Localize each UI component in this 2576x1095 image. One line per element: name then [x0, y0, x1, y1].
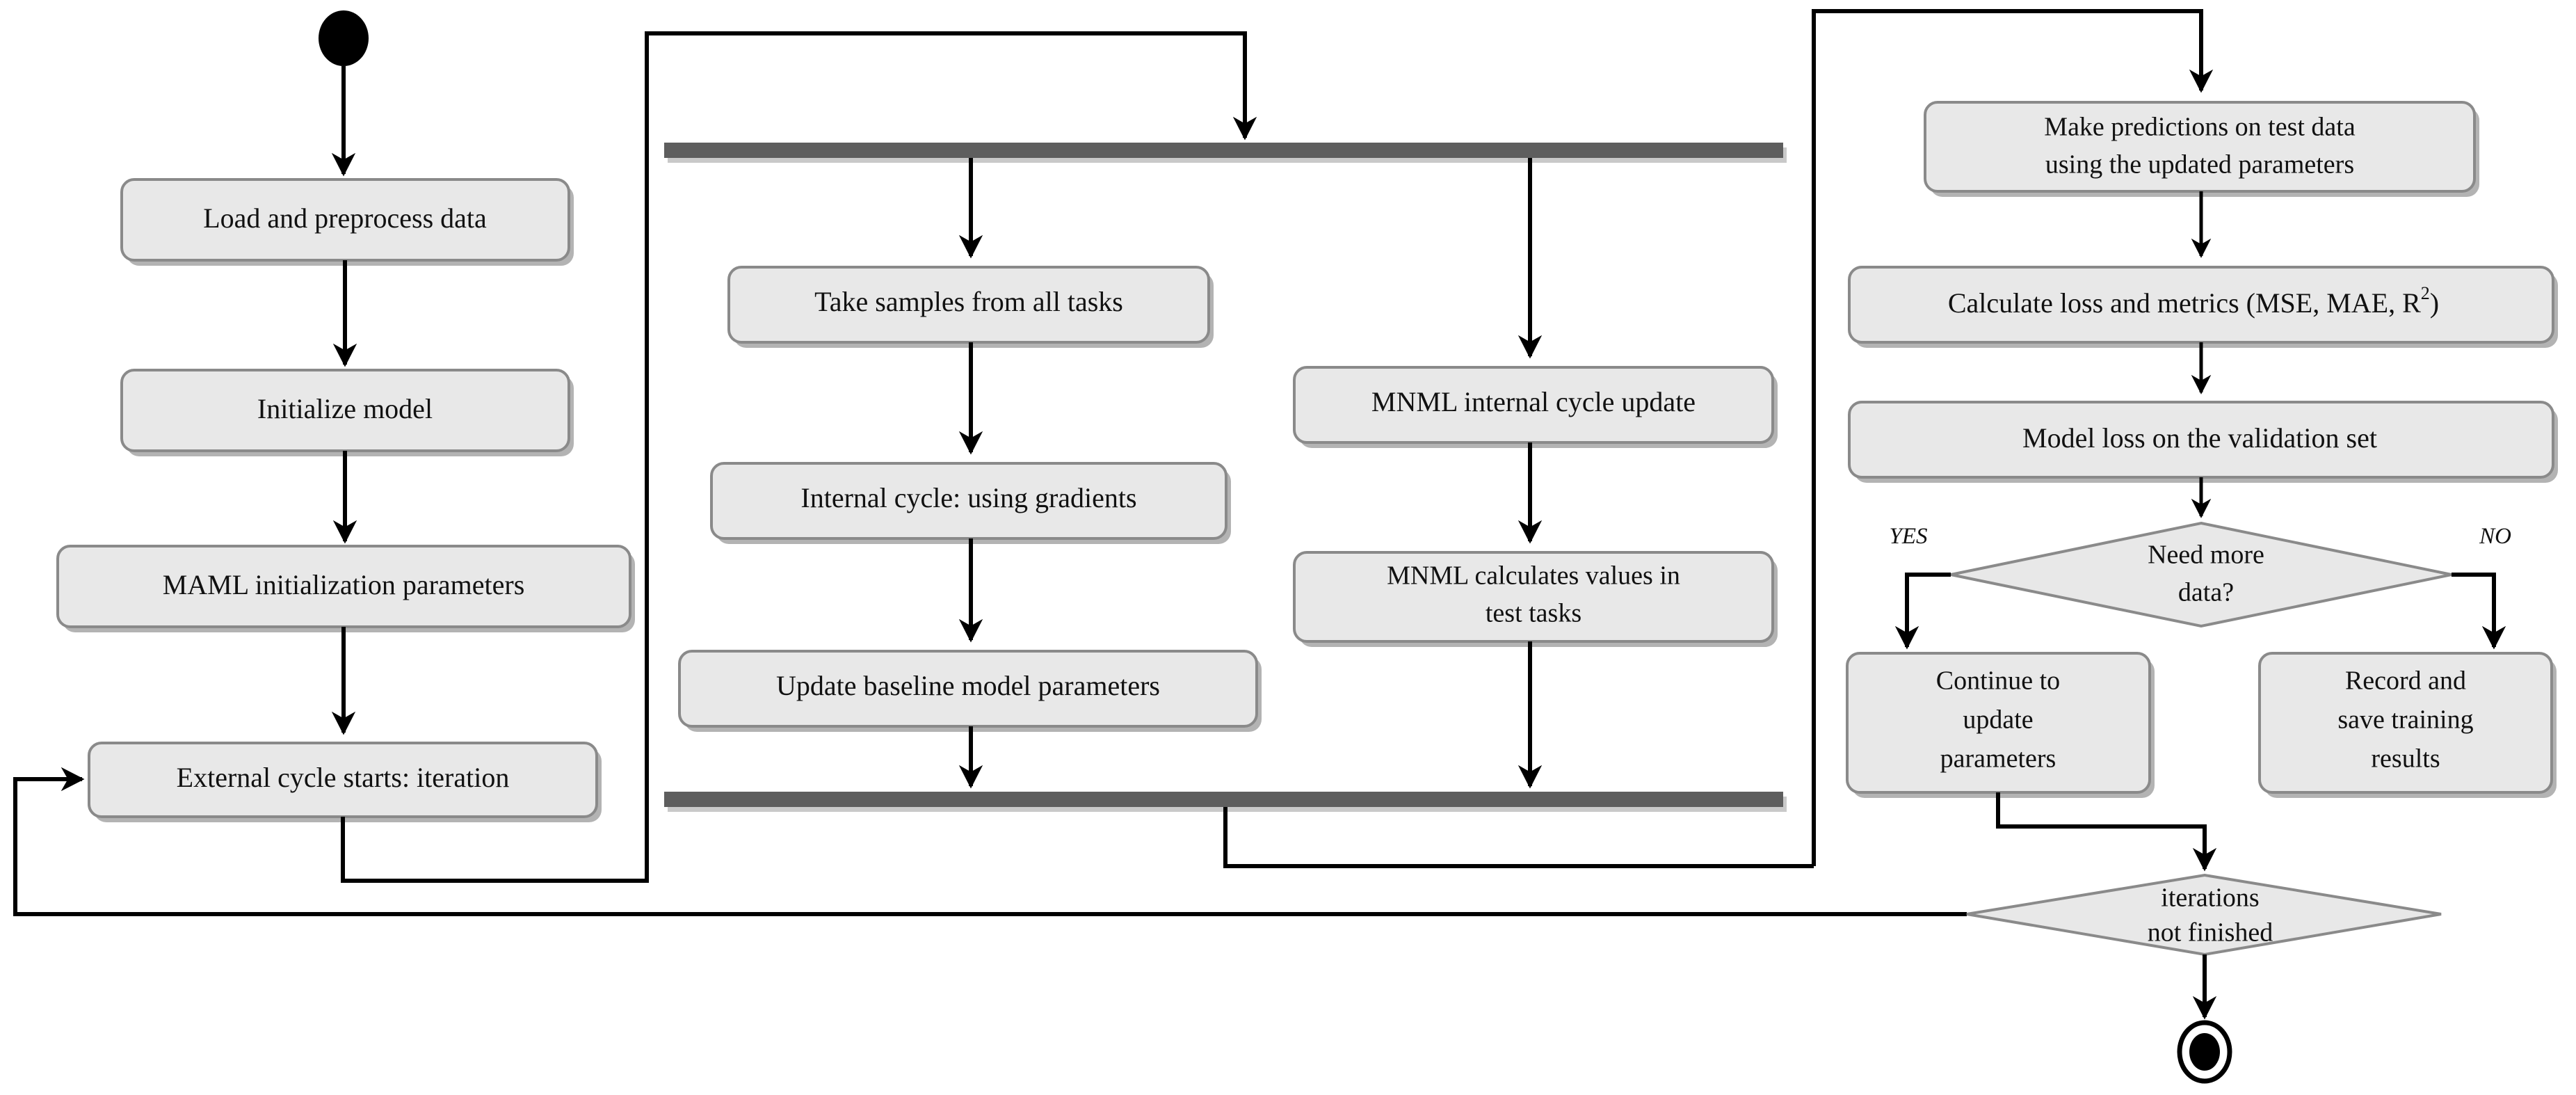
node-continue-to-update-line-1: Continue to — [1936, 666, 2060, 696]
edge-label-no: NO — [2479, 524, 2511, 549]
decision-iterations-not-finished[interactable]: iterations not finished — [1966, 873, 2442, 957]
flow-continue-update-to-iterations — [1996, 792, 2217, 872]
flow-iterations-feedback-to-external-cycle — [13, 767, 1967, 916]
node-make-predictions-on-test-data[interactable]: Make predictions on test data using the … — [1924, 101, 2479, 197]
node-record-and-save-line-3: results — [2371, 744, 2440, 774]
node-model-loss-on-validation-set-label: Model loss on the validation set — [2022, 422, 2377, 454]
node-calculate-loss-and-metrics[interactable]: Calculate loss and metrics (MSE, MAE, R2… — [1848, 266, 2558, 348]
node-mnml-calculates-values-line-1: MNML calculates values in — [1387, 561, 1680, 591]
decision-iterations-not-finished-line-1: iterations — [2161, 884, 2259, 913]
initial-node — [319, 10, 369, 66]
node-model-loss-on-validation-set[interactable]: Model loss on the validation set — [1848, 401, 2558, 483]
node-mnml-internal-cycle-update[interactable]: MNML internal cycle update — [1293, 366, 1778, 448]
node-take-samples-from-all-tasks[interactable]: Take samples from all tasks — [727, 266, 1214, 348]
node-record-and-save-training-results[interactable]: Record and save training results — [2258, 652, 2557, 798]
node-continue-to-update-line-3: parameters — [1940, 744, 2056, 774]
node-mnml-internal-cycle-update-label: MNML internal cycle update — [1371, 386, 1696, 417]
node-make-predictions-line-1: Make predictions on test data — [2044, 113, 2356, 142]
flow-join-to-right-rail — [1223, 807, 1814, 868]
node-take-samples-from-all-tasks-label: Take samples from all tasks — [814, 286, 1123, 317]
node-record-and-save-line-1: Record and — [2345, 666, 2466, 696]
calc-loss-superscript: 2 — [2421, 283, 2430, 303]
decision-iterations-not-finished-line-2: not finished — [2148, 918, 2273, 948]
node-continue-to-update-line-2: update — [1963, 705, 2033, 735]
node-calculate-loss-and-metrics-label: Calculate loss and metrics (MSE, MAE, R2… — [1948, 283, 2439, 319]
node-mnml-calculates-values-in-test-tasks[interactable]: MNML calculates values in test tasks — [1293, 551, 1778, 647]
decision-need-more-data[interactable]: Need more data? — [1950, 521, 2452, 628]
node-update-baseline-model-parameters[interactable]: Update baseline model parameters — [678, 650, 1262, 732]
node-external-cycle-starts-label: External cycle starts: iteration — [177, 762, 510, 793]
flow-right-rail-to-make-predictions — [1812, 9, 2214, 866]
flow-external-cycle-to-fork — [341, 31, 1257, 883]
calc-loss-main: Calculate loss and metrics (MSE, MAE, R — [1948, 287, 2421, 319]
node-maml-initialization-parameters[interactable]: MAML initialization parameters — [56, 545, 635, 632]
node-make-predictions-line-2: using the updated parameters — [2045, 150, 2354, 179]
node-initialize-model-label: Initialize model — [257, 393, 433, 424]
fork-bar — [664, 143, 1787, 163]
node-record-and-save-line-2: save training — [2337, 705, 2473, 735]
node-internal-cycle-using-gradients[interactable]: Internal cycle: using gradients — [710, 462, 1231, 544]
node-internal-cycle-using-gradients-label: Internal cycle: using gradients — [800, 482, 1136, 513]
decision-need-more-data-line-2: data? — [2178, 578, 2234, 607]
final-node — [2177, 1020, 2232, 1084]
node-load-preprocess-data[interactable]: Load and preprocess data — [120, 178, 574, 266]
node-initialize-model[interactable]: Initialize model — [120, 369, 574, 456]
node-load-preprocess-data-label: Load and preprocess data — [203, 202, 487, 234]
edge-label-yes: YES — [1889, 524, 1927, 549]
node-external-cycle-starts[interactable]: External cycle starts: iteration — [88, 742, 602, 822]
decision-need-more-data-line-1: Need more — [2148, 541, 2264, 570]
node-mnml-calculates-values-line-2: test tasks — [1486, 599, 1581, 628]
flow-decision-yes — [1894, 573, 1951, 650]
node-update-baseline-model-parameters-label: Update baseline model parameters — [776, 670, 1160, 701]
node-maml-initialization-parameters-label: MAML initialization parameters — [163, 569, 525, 600]
flow-decision-no — [2452, 573, 2506, 650]
node-continue-to-update-parameters[interactable]: Continue to update parameters — [1846, 652, 2155, 798]
join-bar — [664, 792, 1787, 812]
calc-loss-tail: ) — [2430, 287, 2439, 319]
